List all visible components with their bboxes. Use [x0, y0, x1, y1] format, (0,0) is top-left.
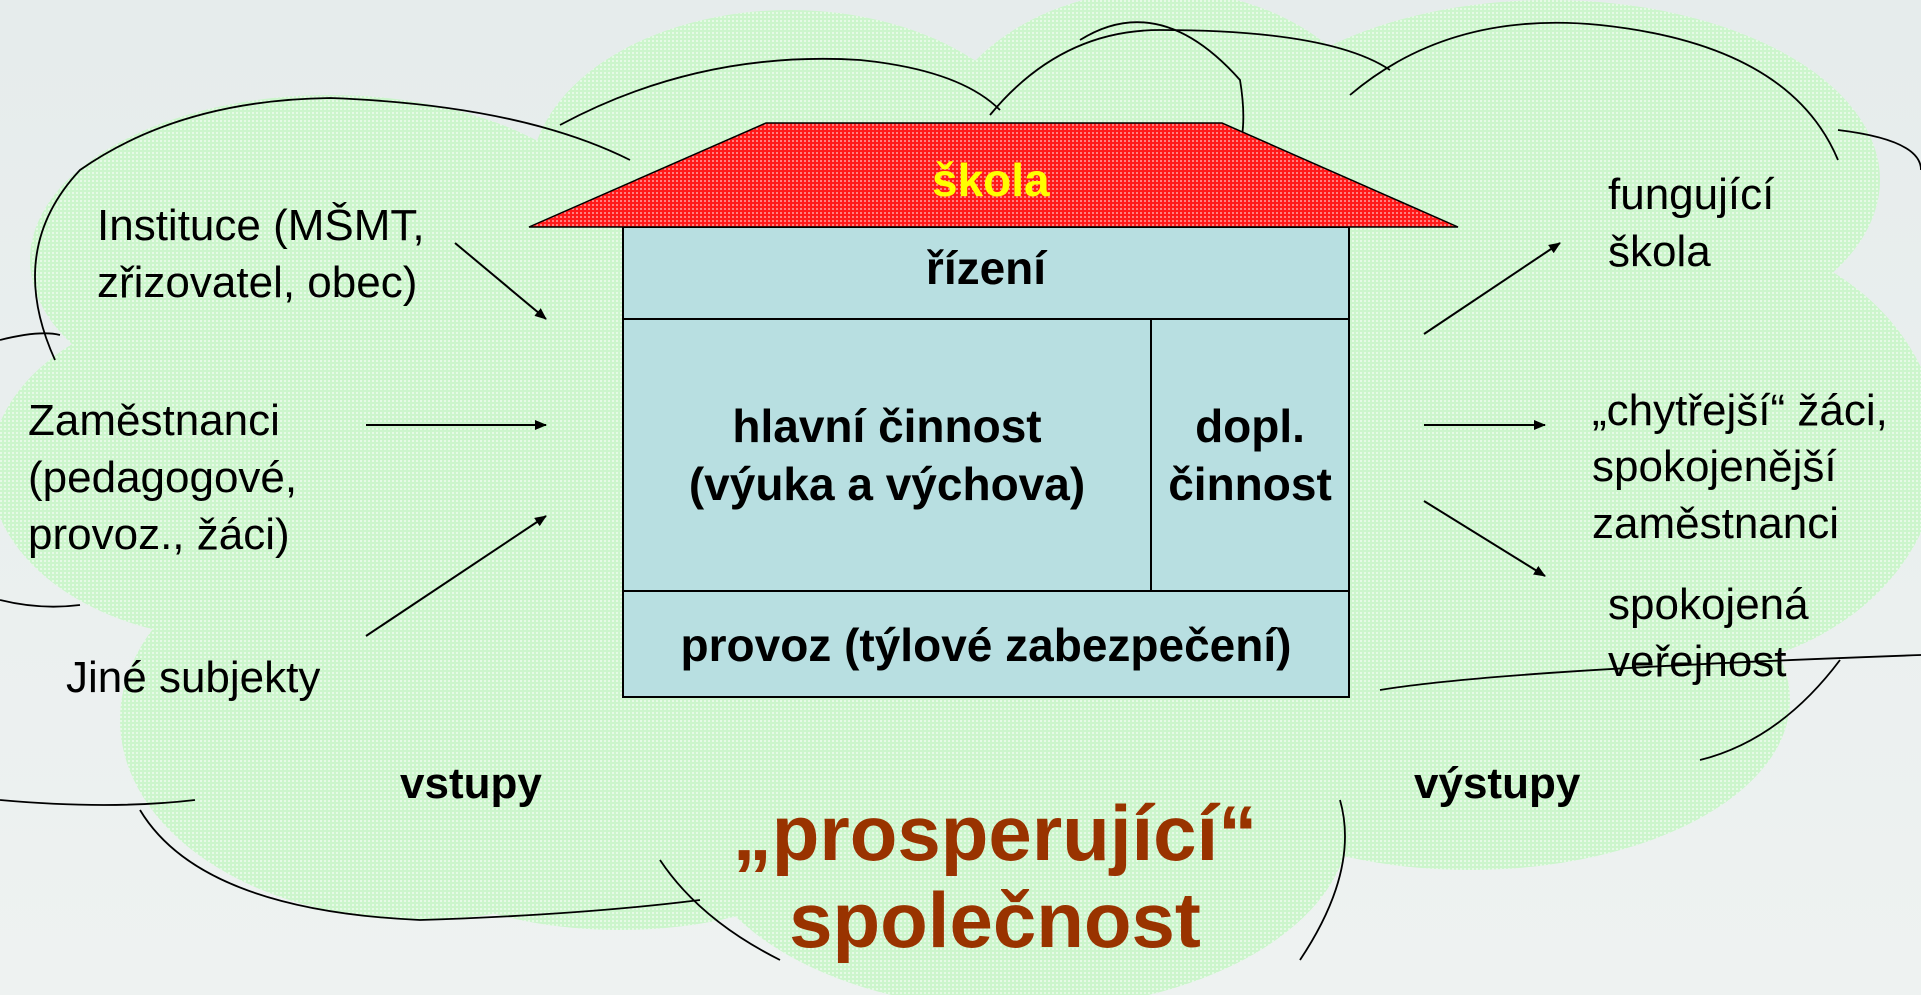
side-activity-cell	[1150, 318, 1350, 592]
society-label: „prosperující“ společnost	[732, 789, 1258, 965]
input-arrow-institutions	[454, 242, 547, 320]
input-employees: Zaměstnanci (pedagogové, provoz., žáci)	[28, 396, 298, 560]
output-arrow-public	[1423, 500, 1546, 577]
house-roof	[528, 122, 1459, 228]
inputs-heading: vstupy	[400, 759, 542, 808]
main-activity-label: hlavní činnost (výuka a výchova)	[688, 400, 1086, 510]
input-arrow-other	[365, 515, 547, 637]
roof-title: škola	[932, 154, 1050, 206]
input-institutions: Instituce (MŠMT, zřizovatel, obec)	[97, 201, 425, 308]
output-smarter-pupils: „chytřejší“ žáci, spokojenější zaměstnan…	[1592, 386, 1888, 548]
side-activity-label: dopl. činnost	[1168, 400, 1332, 510]
management-cell	[622, 226, 1350, 320]
outputs-heading: výstupy	[1414, 759, 1581, 808]
management-label: řízení	[925, 242, 1047, 294]
operations-cell	[622, 590, 1350, 698]
main-activity-cell	[622, 318, 1152, 592]
input-other-subjects: Jiné subjekty	[66, 653, 321, 702]
output-satisfied-public: spokojená veřejnost	[1608, 580, 1809, 687]
output-working-school: fungující škola	[1608, 170, 1775, 277]
house-body	[622, 226, 1350, 698]
operations-label: provoz (týlové zabezpečení)	[680, 619, 1292, 671]
output-arrow-school	[1423, 242, 1561, 335]
